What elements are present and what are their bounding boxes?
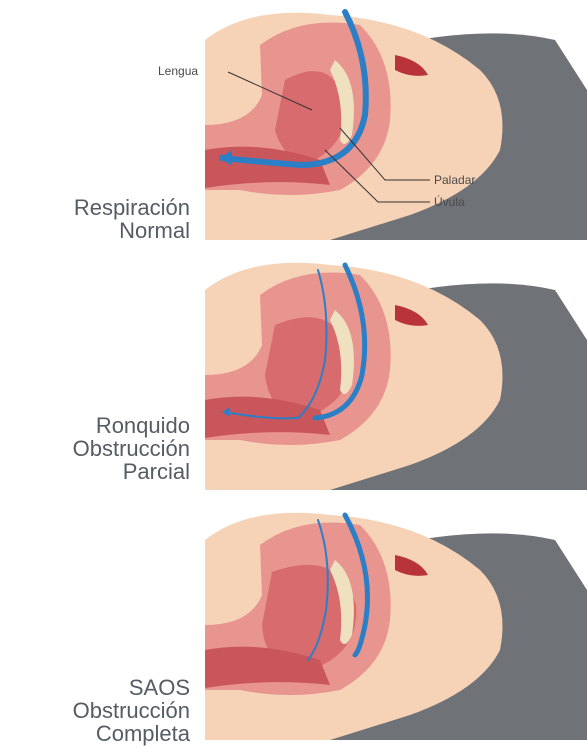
title-line: Obstrucción (0, 437, 190, 460)
tongue-label: Lengua (158, 64, 198, 78)
palate-label: Paladar (434, 173, 475, 187)
panel-title: SAOS Obstrucción Completa (0, 676, 190, 745)
title-line: Ronquido (0, 414, 190, 437)
title-line: Respiración (0, 196, 190, 219)
panel-snoring-partial: Ronquido Obstrucción Parcial (0, 250, 587, 490)
panel-osas-complete: SAOS Obstrucción Completa (0, 500, 587, 740)
title-line: Completa (0, 722, 190, 745)
panel-title: Respiración Normal (0, 196, 190, 242)
title-line: Normal (0, 219, 190, 242)
uvula-label: Úvula (434, 195, 465, 209)
title-line: Obstrucción (0, 699, 190, 722)
panel-title: Ronquido Obstrucción Parcial (0, 414, 190, 483)
title-line: SAOS (0, 676, 190, 699)
panel-normal-breathing: Lengua Paladar Úvula Respiración Normal (0, 0, 587, 240)
title-line: Parcial (0, 460, 190, 483)
